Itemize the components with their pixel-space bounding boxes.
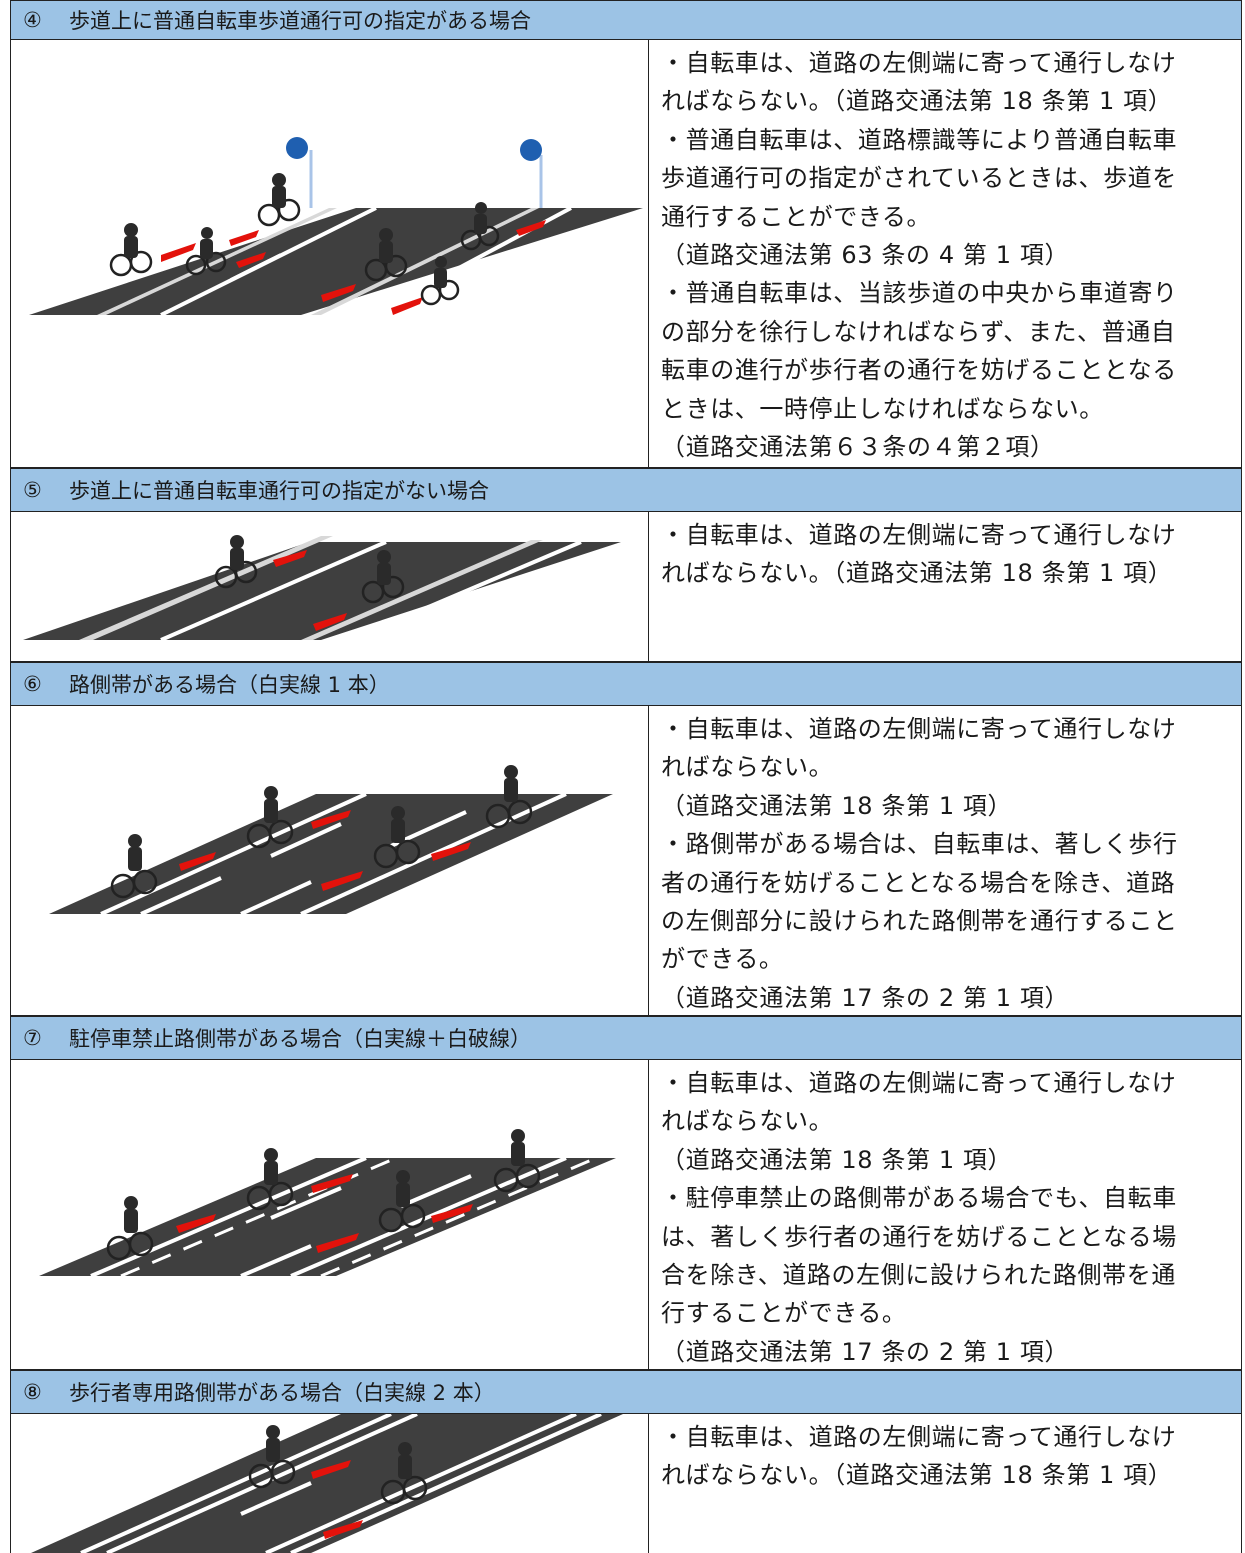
- section-6-title: 路側帯がある場合（白実線 1 本）: [69, 673, 390, 697]
- section-4-title: 歩道上に普通自転車歩道通行可の指定がある場合: [69, 9, 531, 33]
- section-4-line: の部分を徐行しなければならず、また、普通自: [661, 317, 1176, 346]
- no-parking-roadside-strip-illustration: [39, 1129, 616, 1278]
- section-7-line: ・自転車は、道路の左側端に寄って通行しなけ: [661, 1069, 1177, 1097]
- section-7-text: ・自転車は、道路の左側端に寄って通行しなけ ればならない。 （道路交通法第 18…: [661, 1064, 1239, 1371]
- section-7-line: ればならない。: [661, 1107, 834, 1136]
- section-6-line: ・自転車は、道路の左側端に寄って通行しなけ: [661, 715, 1177, 743]
- section-7-line: 行することができる。: [661, 1299, 907, 1328]
- section-8-illustration: [11, 1414, 649, 1553]
- section-4-line: 転車の進行が歩行者の通行を妨げることとなる: [661, 356, 1177, 385]
- section-4-illustration: [11, 40, 649, 467]
- roadside-strip-illustration: [49, 765, 613, 916]
- sidewalk-no-designation-illustration: [23, 535, 621, 642]
- section-6-line: 者の通行を妨げることとなる場合を除き、道路: [661, 868, 1176, 897]
- pedestrian-only-roadside-strip-illustration: [31, 1414, 623, 1553]
- section-8-text: ・自転車は、道路の左側端に寄って通行しなけ ればならない。（道路交通法第 18 …: [661, 1418, 1239, 1495]
- section-4-line: ・普通自転車は、当該歩道の中央から車道寄り: [661, 279, 1178, 308]
- section-5-line: ればならない。（道路交通法第 18 条第 1 項）: [661, 559, 1173, 588]
- section-4-line: 歩道通行可の指定がされているときは、歩道を: [661, 164, 1177, 193]
- section-5-number: ⑤: [23, 478, 42, 502]
- section-8-header: ⑧ 歩行者専用路側帯がある場合（白実線 2 本）: [10, 1370, 1242, 1414]
- section-6-number: ⑥: [23, 672, 42, 696]
- section-4-line: ればならない。（道路交通法第 18 条第 1 項）: [661, 87, 1173, 116]
- section-8-line: ・自転車は、道路の左側端に寄って通行しなけ: [661, 1423, 1177, 1451]
- section-7-number: ⑦: [23, 1026, 42, 1050]
- section-7-body: ・自転車は、道路の左側端に寄って通行しなけ ればならない。 （道路交通法第 18…: [10, 1060, 1242, 1370]
- section-4-line: （道路交通法第 63 条の 4 第 1 項）: [661, 241, 1070, 270]
- section-7-line: ・駐停車禁止の路側帯がある場合でも、自転車: [661, 1184, 1177, 1213]
- section-5-illustration: [11, 512, 649, 661]
- section-7-title: 駐停車禁止路側帯がある場合（白実線＋白破線）: [69, 1027, 531, 1051]
- section-7-line: 合を除き、道路の左側に設けられた路側帯を通: [661, 1261, 1176, 1290]
- section-4-line: ・自転車は、道路の左側端に寄って通行しなけ: [661, 49, 1177, 77]
- section-6-header: ⑥ 路側帯がある場合（白実線 1 本）: [10, 662, 1242, 706]
- section-4-text: ・自転車は、道路の左側端に寄って通行しなけ ればならない。（道路交通法第 18 …: [661, 44, 1239, 466]
- section-5-title: 歩道上に普通自転車通行可の指定がない場合: [69, 479, 489, 503]
- section-8-body: ・自転車は、道路の左側端に寄って通行しなけ ればならない。（道路交通法第 18 …: [10, 1414, 1242, 1553]
- section-5-body: ・自転車は、道路の左側端に寄って通行しなけ ればならない。（道路交通法第 18 …: [10, 512, 1242, 662]
- section-6-line: ができる。: [661, 945, 784, 974]
- section-8-title: 歩行者専用路側帯がある場合（白実線 2 本）: [69, 1381, 495, 1405]
- section-7-illustration: [11, 1060, 649, 1369]
- section-5-text: ・自転車は、道路の左側端に寄って通行しなけ ればならない。（道路交通法第 18 …: [661, 516, 1239, 593]
- section-4-number: ④: [23, 8, 42, 32]
- section-4-line: （道路交通法第６３条の４第２項）: [661, 433, 1055, 462]
- section-6-line: ・路側帯がある場合は、自転車は、著しく歩行: [661, 830, 1178, 859]
- section-7-header: ⑦ 駐停車禁止路側帯がある場合（白実線＋白破線）: [10, 1016, 1242, 1060]
- section-4-body: ・自転車は、道路の左側端に寄って通行しなけ ればならない。（道路交通法第 18 …: [10, 40, 1242, 468]
- section-4-line: ・普通自転車は、道路標識等により普通自転車: [661, 125, 1178, 154]
- sidewalk-bicycle-permitted-illustration: [29, 137, 643, 317]
- section-8-line: ればならない。（道路交通法第 18 条第 1 項）: [661, 1461, 1173, 1490]
- section-5-header: ⑤ 歩道上に普通自転車通行可の指定がない場合: [10, 468, 1242, 512]
- section-6-text: ・自転車は、道路の左側端に寄って通行しなけ ればならない。 （道路交通法第 18…: [661, 710, 1239, 1017]
- section-6-line: の左側部分に設けられた路側帯を通行すること: [661, 907, 1178, 936]
- section-6-body: ・自転車は、道路の左側端に寄って通行しなけ ればならない。 （道路交通法第 18…: [10, 706, 1242, 1016]
- section-6-line: ればならない。: [661, 753, 834, 782]
- section-5-line: ・自転車は、道路の左側端に寄って通行しなけ: [661, 521, 1177, 549]
- section-4-header: ④ 歩道上に普通自転車歩道通行可の指定がある場合: [10, 0, 1242, 40]
- section-4-line: ときは、一時停止しなければならない。: [661, 394, 1104, 423]
- traffic-rules-document: ④ 歩道上に普通自転車歩道通行可の指定がある場合: [10, 0, 1244, 1553]
- section-7-line: は、著しく歩行者の通行を妨げることとなる場: [661, 1222, 1177, 1251]
- section-6-illustration: [11, 706, 649, 1015]
- section-7-line: （道路交通法第 18 条第 1 項）: [661, 1145, 1013, 1174]
- section-6-line: （道路交通法第 17 条の 2 第 1 項）: [661, 983, 1070, 1012]
- section-8-number: ⑧: [23, 1380, 42, 1404]
- section-7-line: （道路交通法第 17 条の 2 第 1 項）: [661, 1337, 1070, 1366]
- section-4-line: 通行することができる。: [661, 202, 932, 231]
- section-6-line: （道路交通法第 18 条第 1 項）: [661, 791, 1013, 820]
